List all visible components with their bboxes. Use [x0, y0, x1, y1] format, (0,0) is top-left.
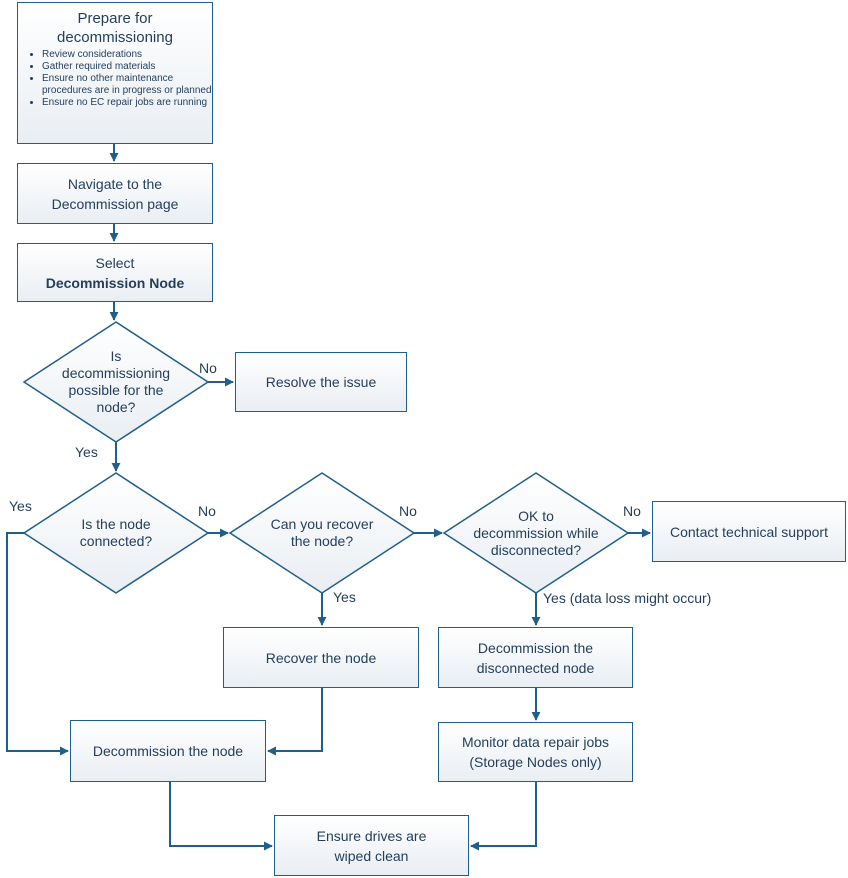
arrow-monitor-to-ensure	[470, 782, 537, 851]
label-connected-no: No	[198, 503, 216, 519]
monitor-line2: (Storage Nodes only)	[469, 754, 602, 770]
arrow-decom-to-ensure	[169, 782, 273, 851]
select-line2: Decommission Node	[45, 274, 185, 291]
label-recover-yes: Yes	[333, 589, 356, 605]
navigate-line2: Decommission page	[51, 195, 179, 212]
decision-recover-line: the node?	[290, 533, 354, 549]
decision-recover-text: Can you recover the node?	[252, 503, 392, 563]
label-possible-no: No	[199, 360, 217, 376]
contact-box: Contact technical support	[652, 501, 846, 562]
label-connected-yes: Yes	[9, 498, 32, 514]
decision-connected-shape	[22, 472, 210, 594]
arrow-recover-box-to-decom	[267, 688, 323, 756]
navigate-box: Navigate to the Decommission page	[17, 163, 213, 224]
decision-connected-line: connected?	[79, 533, 153, 549]
select-line1: Select	[95, 254, 135, 271]
recover-box: Recover the node	[223, 627, 419, 688]
contact-label: Contact technical support	[670, 523, 828, 540]
ensure-box: Ensure drives are wiped clean	[274, 815, 469, 876]
label-ok-yes: Yes (data loss might occur)	[543, 590, 712, 606]
monitor-line1: Monitor data repair jobs	[461, 734, 610, 750]
decision-possible-line: node?	[96, 399, 136, 415]
resolve-box: Resolve the issue	[235, 352, 407, 412]
prepare-bullet: Ensure no other maintenance procedures a…	[42, 73, 212, 97]
decision-ok-line: disconnected?	[490, 541, 582, 558]
decom-node-box: Decommission the node	[70, 720, 266, 782]
resolve-label: Resolve the issue	[265, 374, 377, 390]
prepare-box: Prepare for decommissioning Review consi…	[17, 2, 213, 144]
decom-disconnected-line2: disconnected node	[476, 659, 595, 676]
label-possible-yes: Yes	[75, 444, 98, 460]
monitor-box: Monitor data repair jobs (Storage Nodes …	[438, 722, 633, 782]
prepare-bullets: Review considerations Gather required ma…	[18, 49, 212, 109]
decom-disconnected-line1: Decommission the	[477, 639, 594, 656]
prepare-bullet: Gather required materials	[42, 61, 212, 73]
ensure-line1: Ensure drives are	[316, 827, 427, 844]
decom-node-label: Decommission the node	[92, 743, 244, 759]
decision-possible-line: Is	[110, 348, 122, 364]
decision-ok-line: OK to	[518, 507, 554, 524]
arrow-connected-yes-to-decom	[6, 532, 69, 756]
decision-possible-text: Is decommissioning possible for the node…	[46, 342, 186, 422]
decom-disconnected-box: Decommission the disconnected node	[438, 627, 633, 688]
ensure-line2: wiped clean	[334, 847, 409, 864]
recover-label: Recover the node	[265, 649, 377, 666]
prepare-bullet: Ensure no EC repair jobs are running	[42, 97, 212, 109]
navigate-line1: Navigate to the	[67, 175, 163, 192]
decision-ok-line: decommission while	[473, 524, 599, 541]
prepare-title-line2: decommissioning	[57, 29, 173, 46]
decision-ok-text: OK to decommission while disconnected?	[456, 501, 616, 565]
label-ok-no: No	[623, 503, 641, 519]
label-recover-no: No	[399, 503, 417, 519]
select-box: Select Decommission Node	[17, 243, 213, 302]
decision-possible-line: decommissioning	[61, 365, 171, 381]
decision-recover-line: Can you recover	[270, 516, 374, 532]
decision-connected-text: Is the node connected?	[46, 503, 186, 563]
decision-possible-line: possible for the	[68, 382, 164, 398]
prepare-title-line1: Prepare for	[77, 10, 153, 27]
prepare-bullet: Review considerations	[42, 49, 212, 61]
decision-connected-line: Is the node	[81, 516, 151, 532]
